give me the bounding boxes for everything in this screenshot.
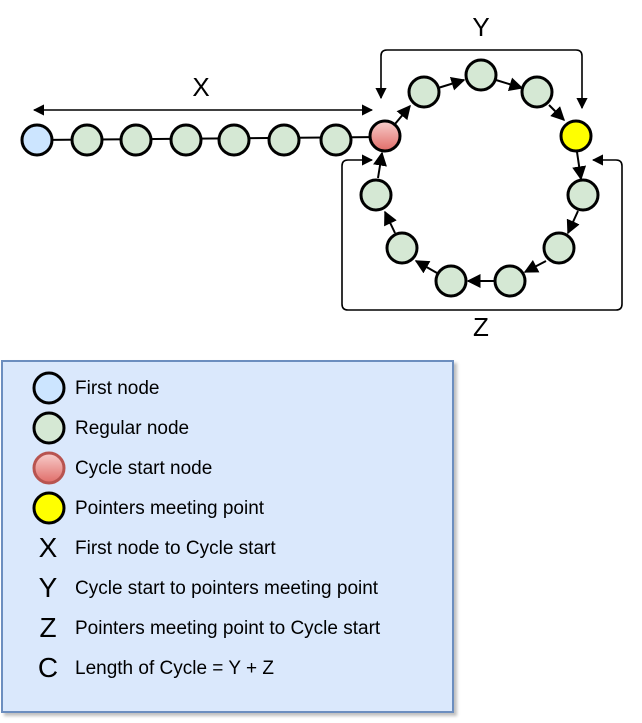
regular-node [70, 123, 104, 157]
legend-row-y: Y Cycle start to pointers meeting point [3, 570, 452, 606]
legend-row-first-node: First node [3, 370, 452, 406]
cycle-edge [437, 77, 466, 91]
legend-label: Pointers meeting point [75, 498, 265, 519]
regular-node [542, 231, 576, 265]
cycle-start-node [368, 119, 402, 153]
legend-label: First node [75, 378, 160, 399]
legend-label: Length of Cycle = Y + Z [75, 658, 274, 679]
linked-list-cycle-diagram: X Y Z [20, 12, 623, 342]
legend-row-regular-node: Regular node [3, 410, 452, 446]
cycle-edge [572, 151, 587, 181]
regular-node [464, 58, 498, 92]
legend-row-z: Z Pointers meeting point to Cycle start [3, 610, 452, 646]
legend-symbol-z: Z [39, 612, 57, 643]
x-label: X [192, 72, 209, 102]
y-label: Y [472, 12, 489, 42]
legend-row-c: C Length of Cycle = Y + Z [3, 650, 452, 686]
regular-node [169, 123, 203, 157]
legend-label: Cycle start to pointers meeting point [75, 578, 379, 599]
regular-node [385, 231, 419, 265]
meeting-point-swatch [32, 491, 66, 525]
regular-node [493, 264, 527, 298]
cycle-edge [523, 259, 547, 273]
regular-node [434, 264, 468, 298]
legend-symbol-c: C [37, 652, 59, 683]
regular-node [319, 123, 353, 157]
legend-row-cycle-start-node: Cycle start node [3, 450, 452, 486]
meeting-point-node [559, 119, 593, 153]
legend-symbol-y: Y [38, 572, 58, 603]
legend-row-x: X First node to Cycle start [3, 530, 452, 566]
z-span-bracket [341, 154, 623, 311]
cycle-edge [373, 151, 387, 179]
legend-label: Regular node [75, 418, 190, 439]
cycle-edge [495, 77, 524, 91]
z-label: Z [473, 312, 489, 342]
legend-box: First node Regular node Cycle start node… [1, 360, 454, 713]
legend-row-meeting-point: Pointers meeting point [3, 490, 452, 526]
y-span-bracket [375, 49, 588, 110]
legend-label: First node to Cycle start [75, 538, 276, 559]
regular-node [407, 75, 441, 109]
cycle-edge [566, 210, 580, 235]
regular-node [267, 123, 301, 157]
regular-node [520, 75, 554, 109]
regular-node [119, 123, 153, 157]
cycle-edge [548, 104, 565, 121]
cycle-edge [384, 210, 397, 234]
regular-node [566, 178, 600, 212]
legend-symbol-x: X [38, 532, 58, 563]
regular-node [359, 178, 393, 212]
regular-node [217, 123, 251, 157]
cycle-start-node-swatch [32, 451, 66, 485]
cycle-edge [414, 260, 438, 274]
legend-label: Cycle start node [75, 458, 213, 479]
regular-node-swatch [32, 411, 66, 445]
legend-label: Pointers meeting point to Cycle start [75, 618, 381, 639]
cycle-edge [394, 104, 411, 125]
first-node-swatch [32, 371, 66, 405]
first-node [20, 123, 54, 157]
